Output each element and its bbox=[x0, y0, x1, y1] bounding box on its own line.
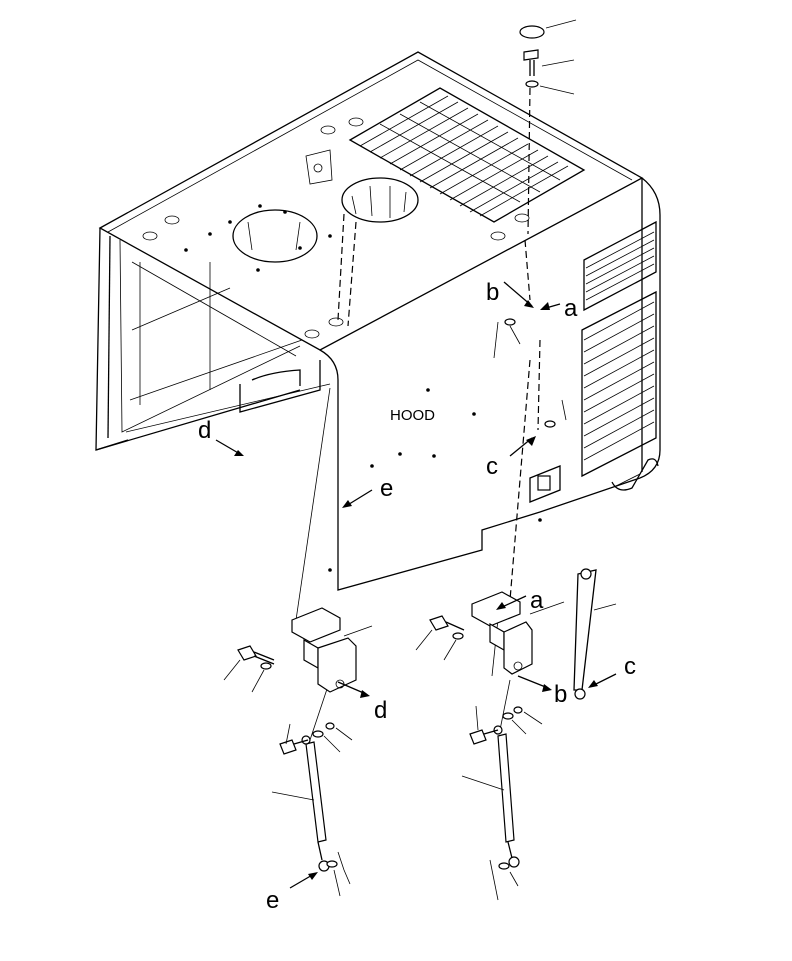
callout-b-upper: b bbox=[486, 279, 499, 306]
callout-c-upper: c bbox=[486, 453, 498, 480]
assembly-dashed-lines bbox=[337, 87, 541, 601]
hood-title-label: HOOD bbox=[390, 407, 435, 424]
side-vent-grille-upper bbox=[583, 220, 657, 312]
gas-spring-left bbox=[271, 735, 330, 872]
hinge-right bbox=[471, 591, 565, 675]
assembly-line-left bbox=[295, 387, 331, 621]
callout-arrows bbox=[215, 281, 617, 889]
washer-part bbox=[525, 80, 575, 95]
callout-d-upper: d bbox=[198, 417, 211, 444]
hinge-left bbox=[291, 607, 373, 693]
bolt-right bbox=[415, 615, 465, 661]
small-parts-lower bbox=[279, 705, 543, 901]
cap-part bbox=[519, 19, 577, 39]
callout-e-lower: e bbox=[266, 887, 279, 914]
hood-stay-rod bbox=[573, 568, 617, 700]
callout-b-lower: b bbox=[554, 681, 567, 708]
callout-a-upper: a bbox=[564, 295, 578, 322]
hood-body bbox=[95, 51, 661, 591]
latch-parts-right bbox=[493, 318, 567, 428]
bolt-part bbox=[523, 49, 575, 76]
gas-spring-right bbox=[461, 725, 520, 868]
bolt-left bbox=[223, 645, 275, 693]
callout-e-upper: e bbox=[380, 475, 393, 502]
callout-c-lower: c bbox=[624, 653, 636, 680]
side-vent-grille-lower bbox=[581, 290, 657, 478]
callout-d-lower: d bbox=[374, 697, 387, 724]
callout-a-lower: a bbox=[530, 587, 544, 614]
top-vent-grille bbox=[348, 87, 586, 223]
assembly-line-right-lower bbox=[499, 679, 511, 731]
